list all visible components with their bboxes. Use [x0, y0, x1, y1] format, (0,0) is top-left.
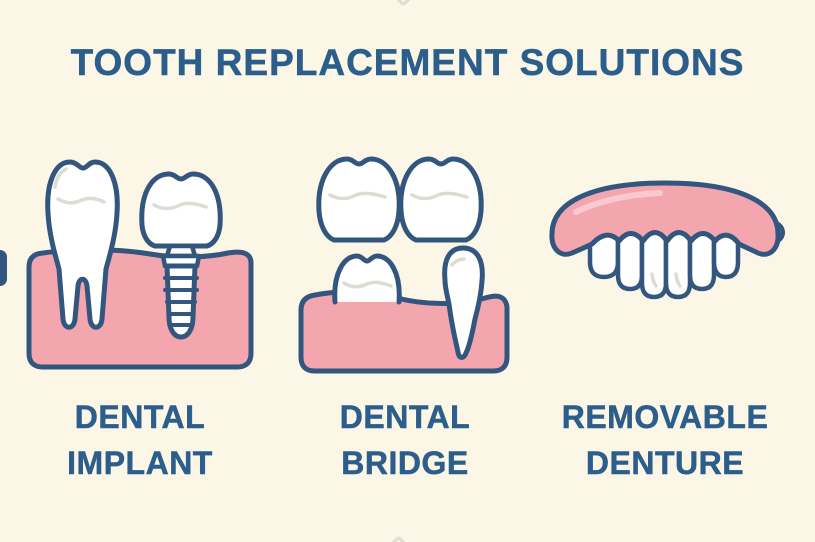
dental-bridge-illustration [298, 156, 510, 374]
figure-dental-bridge: DENTAL BRIDGE [288, 149, 522, 486]
dental-implant-illustration [26, 159, 254, 370]
removable-denture-illustration [549, 180, 785, 300]
implant-screw-threads [163, 276, 199, 327]
decorative-mark-top [394, 0, 413, 7]
anchor-tooth [334, 256, 400, 302]
caption-line: DENTURE [585, 445, 745, 482]
bridge-crown-right [398, 156, 484, 243]
figure-dental-implant: DENTAL IMPLANT [15, 149, 265, 486]
caption-removable-denture: REMOVABLE DENTURE [561, 394, 769, 486]
figure-removable-denture: REMOVABLE DENTURE [528, 149, 802, 486]
implant-crown [139, 171, 223, 249]
pontic-tooth [442, 245, 485, 360]
decorative-edge-shape [0, 250, 7, 286]
caption-line: DENTAL [74, 399, 206, 436]
caption-line: DENTAL [339, 399, 471, 436]
caption-line: BRIDGE [341, 445, 469, 482]
bridge-crown-left [316, 156, 402, 243]
caption-line: IMPLANT [67, 445, 213, 482]
page-title: TOOTH REPLACEMENT SOLUTIONS [70, 42, 745, 84]
caption-line: REMOVABLE [561, 399, 769, 436]
caption-dental-bridge: DENTAL BRIDGE [340, 394, 470, 486]
caption-dental-implant: DENTAL IMPLANT [67, 394, 213, 486]
decorative-mark-bottom [389, 535, 408, 542]
